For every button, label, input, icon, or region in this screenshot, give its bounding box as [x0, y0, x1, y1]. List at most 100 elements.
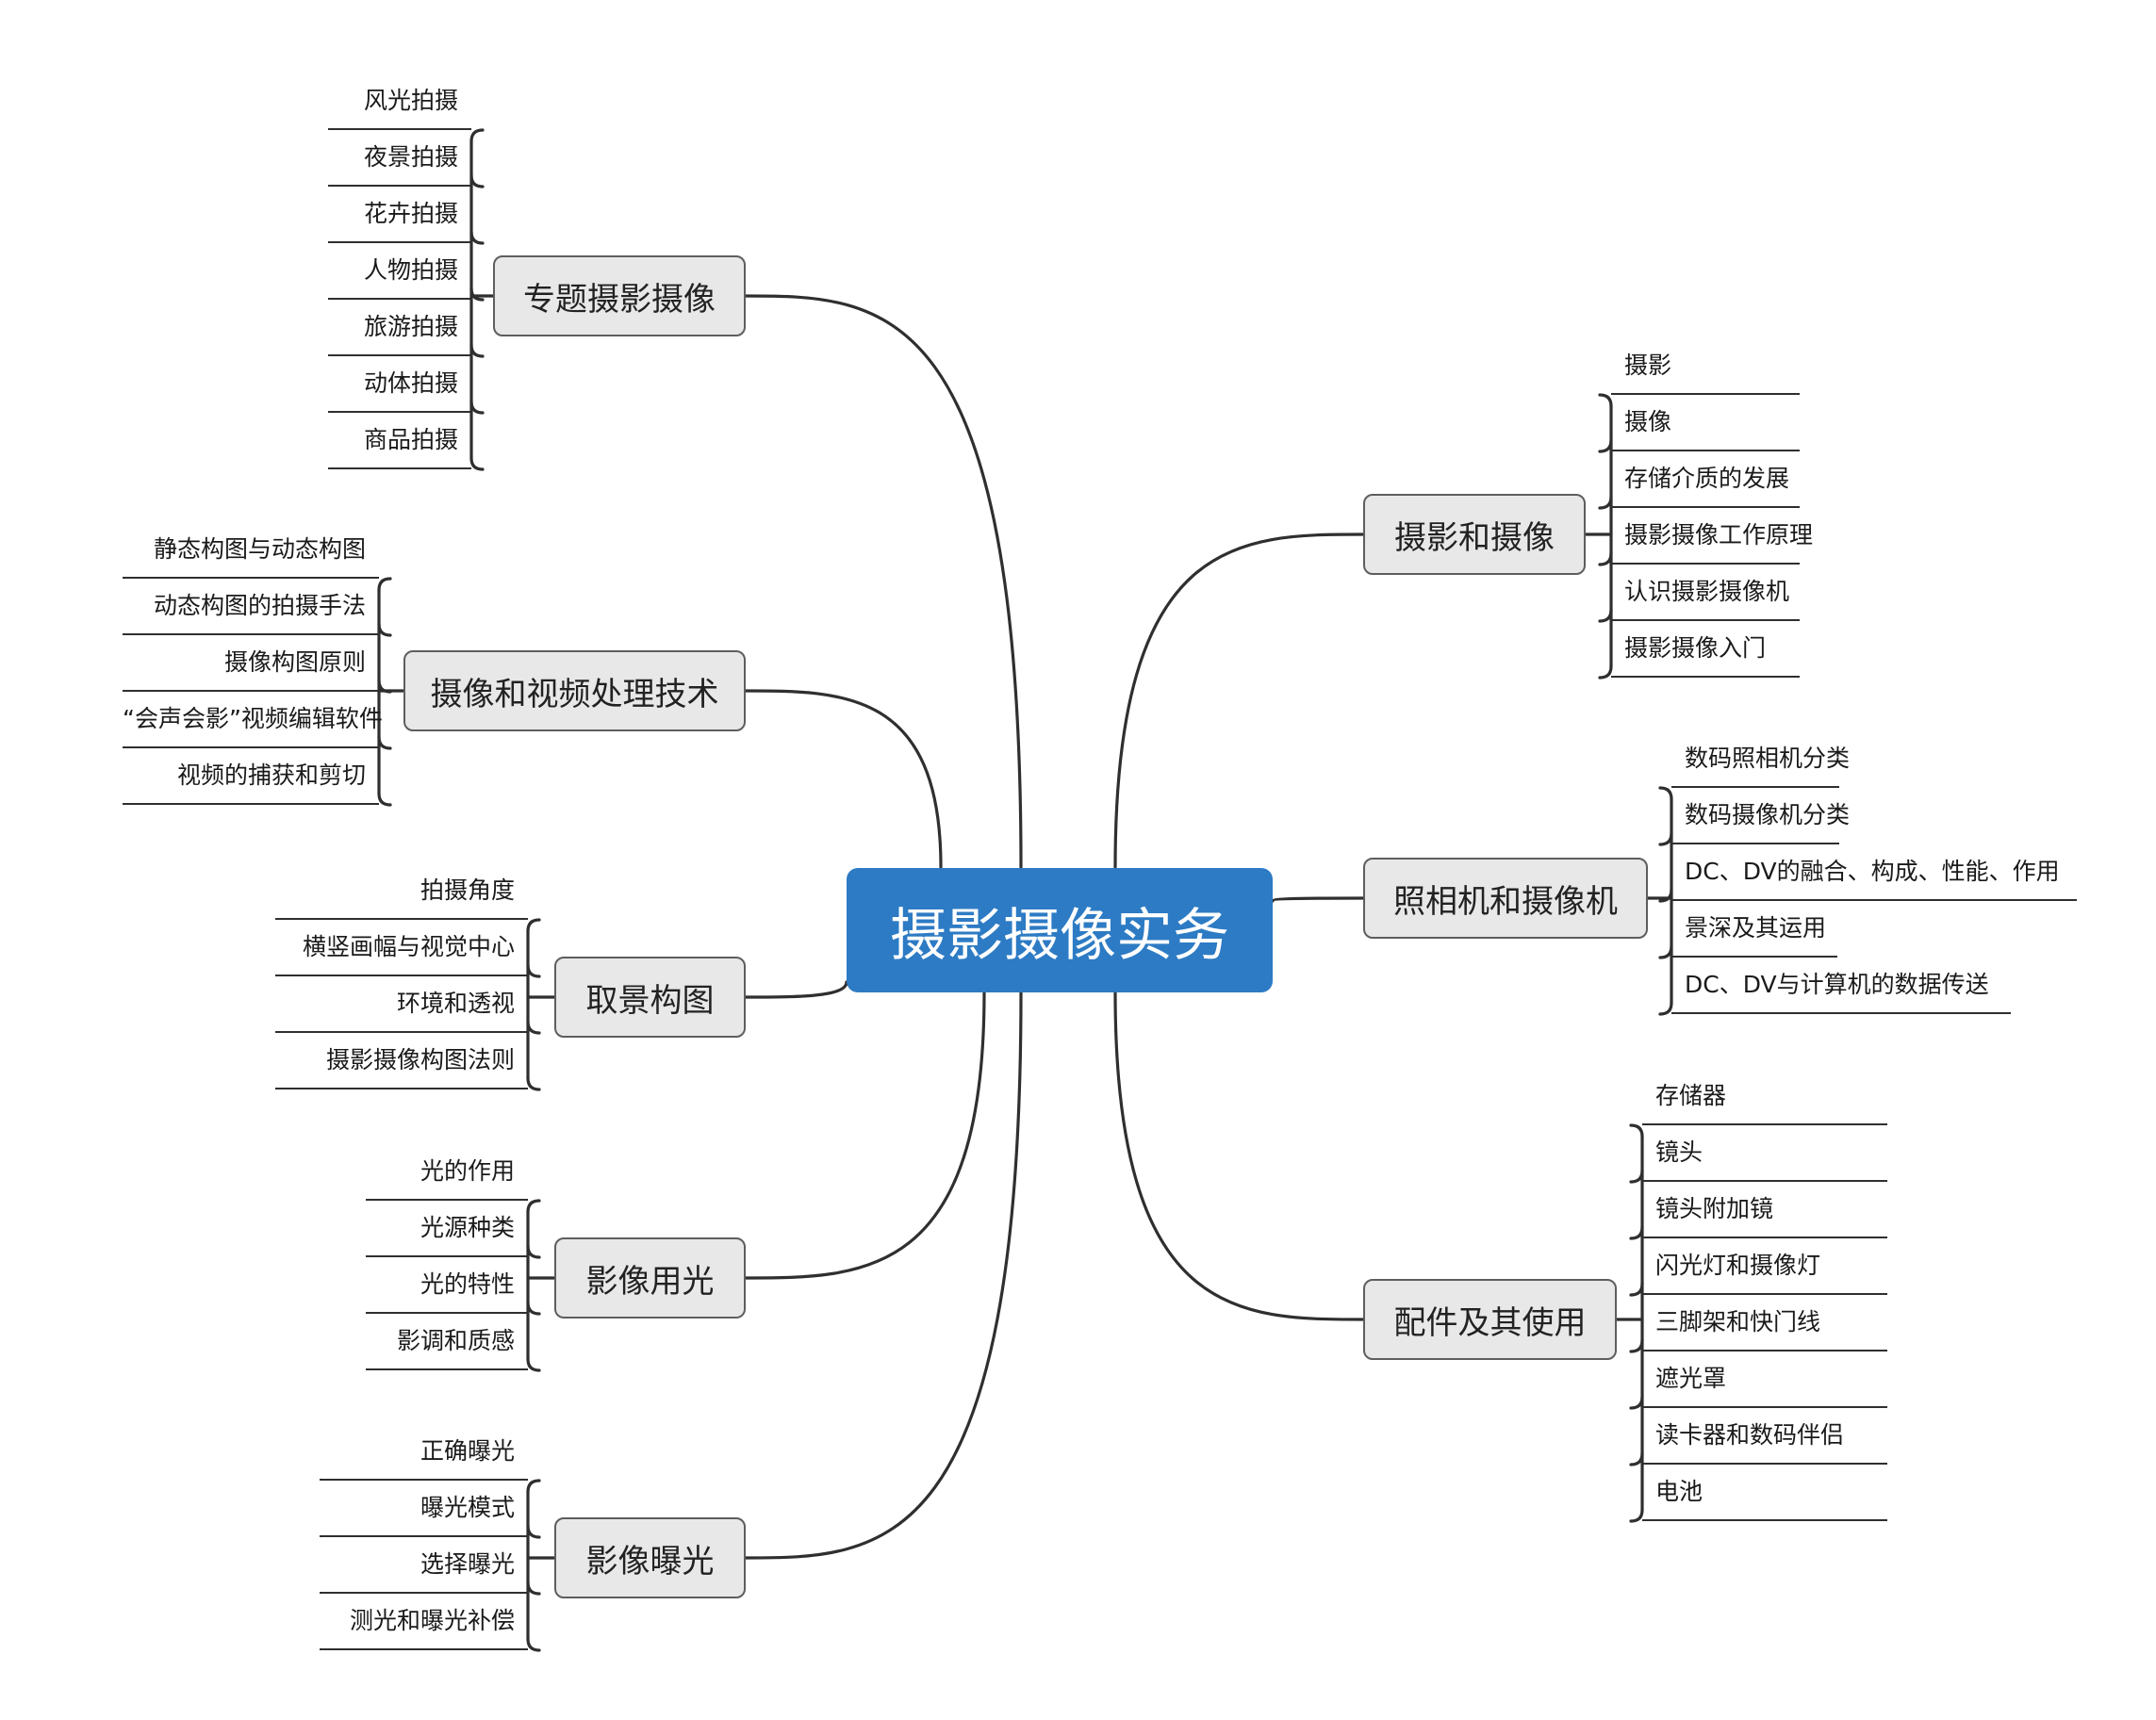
root-topic[interactable]: 摄影摄像实务	[847, 868, 1273, 992]
leaf-bracket-corner	[469, 400, 485, 415]
leaf-bracket-corner	[526, 1020, 541, 1035]
leaf-topic[interactable]: 影调和质感	[366, 1316, 528, 1370]
leaf-bracket-corner	[1629, 1395, 1644, 1410]
leaf-topic[interactable]: 选择曝光	[320, 1539, 528, 1594]
leaf-bracket-corner	[526, 1479, 541, 1494]
leaf-topic[interactable]: 旅游拍摄	[328, 302, 471, 356]
leaf-bracket-corner	[1629, 1338, 1644, 1353]
branch-connector	[1113, 532, 1365, 869]
leaf-topic[interactable]: DC、DV与计算机的数据传送	[1671, 959, 2011, 1014]
leaf-topic[interactable]: 闪光灯和摄像灯	[1642, 1240, 1887, 1295]
leaf-topic[interactable]: 静态构图与动态构图	[123, 524, 379, 579]
branch-topic[interactable]: 配件及其使用	[1363, 1279, 1617, 1360]
leaf-topic[interactable]: 正确曝光	[320, 1426, 528, 1481]
leaf-bracket-corner	[526, 1199, 541, 1214]
leaf-topic[interactable]: 读卡器和数码伴侣	[1642, 1410, 1887, 1465]
leaf-bracket-corner	[1629, 1451, 1644, 1466]
leaf-bracket-corner	[1658, 786, 1673, 801]
branch-connector	[744, 689, 943, 869]
leaf-topic[interactable]: 三脚架和快门线	[1642, 1297, 1887, 1351]
leaf-bracket-corner	[1598, 495, 1613, 510]
leaf-bracket-corner	[526, 1301, 541, 1316]
leaf-bracket-corner	[1629, 1169, 1644, 1184]
leaf-topic[interactable]: 测光和曝光补偿	[320, 1596, 528, 1650]
leaf-topic[interactable]: 数码摄像机分类	[1671, 790, 1850, 844]
branch-connector	[1271, 896, 1365, 903]
leaf-topic[interactable]: 摄影摄像工作原理	[1611, 510, 1813, 565]
branch-connector	[744, 991, 1023, 1560]
branch-topic[interactable]: 取景构图	[554, 957, 746, 1038]
leaf-bracket-corner	[469, 230, 485, 245]
branch-topic[interactable]: 专题摄影摄像	[493, 255, 746, 336]
leaf-topic[interactable]: 数码照相机分类	[1671, 733, 1850, 788]
leaf-bracket-corner	[526, 1357, 541, 1372]
leaf-bracket-corner	[1658, 831, 1673, 846]
leaf-topic[interactable]: 光的作用	[366, 1146, 528, 1201]
leaf-topic[interactable]: 遮光罩	[1642, 1353, 1887, 1408]
branch-topic[interactable]: 影像用光	[554, 1237, 746, 1319]
leaf-bracket-corner	[1629, 1282, 1644, 1297]
leaf-topic[interactable]: 曝光模式	[320, 1482, 528, 1537]
leaf-topic[interactable]: DC、DV的融合、构成、性能、作用	[1671, 846, 2077, 901]
leaf-bracket-corner	[1598, 393, 1613, 408]
leaf-topic[interactable]: 认识摄影摄像机	[1611, 566, 1800, 621]
leaf-bracket-corner	[377, 577, 392, 592]
leaf-topic[interactable]: 动体拍摄	[328, 358, 471, 413]
leaf-topic[interactable]: 存储介质的发展	[1611, 453, 1800, 508]
leaf-bracket-corner	[377, 792, 392, 807]
leaf-bracket-corner	[526, 1076, 541, 1091]
leaf-topic[interactable]: 夜景拍摄	[328, 132, 471, 187]
leaf-topic[interactable]: 景深及其运用	[1671, 903, 1837, 958]
leaf-topic[interactable]: 商品拍摄	[328, 415, 471, 469]
leaf-bracket-corner	[1629, 1225, 1644, 1240]
leaf-topic[interactable]: 摄像	[1611, 397, 1800, 451]
leaf-bracket-corner	[1598, 551, 1613, 566]
leaf-topic[interactable]: 动态构图的拍摄手法	[123, 581, 379, 635]
leaf-topic[interactable]: 光源种类	[366, 1203, 528, 1257]
leaf-bracket-corner	[1658, 1001, 1673, 1016]
leaf-bracket-corner	[526, 1244, 541, 1259]
branch-topic[interactable]: 影像曝光	[554, 1517, 746, 1598]
leaf-topic[interactable]: 拍摄角度	[275, 865, 528, 920]
leaf-topic[interactable]: 镜头	[1642, 1127, 1887, 1182]
leaf-topic[interactable]: 摄像构图原则	[123, 637, 379, 692]
leaf-bracket-corner	[1629, 1123, 1644, 1138]
leaf-bracket-corner	[1598, 438, 1613, 453]
leaf-bracket-corner	[377, 622, 392, 637]
leaf-bracket-corner	[526, 1637, 541, 1652]
leaf-bracket-corner	[526, 918, 541, 933]
leaf-bracket-corner	[1629, 1508, 1644, 1523]
leaf-bracket-corner	[1658, 944, 1673, 959]
leaf-topic[interactable]: 光的特性	[366, 1259, 528, 1314]
branch-topic[interactable]: 照相机和摄像机	[1363, 858, 1648, 939]
leaf-topic[interactable]: 镜头附加镜	[1642, 1184, 1887, 1238]
leaf-topic[interactable]: “会声会影”视频编辑软件	[123, 694, 383, 748]
leaf-bracket-corner	[526, 963, 541, 978]
branch-topic[interactable]: 摄影和摄像	[1363, 494, 1586, 575]
branch-connector	[744, 991, 986, 1280]
leaf-topic[interactable]: 摄影摄像构图法则	[275, 1035, 528, 1089]
leaf-topic[interactable]: 摄影摄像入门	[1611, 623, 1800, 678]
leaf-topic[interactable]: 存储器	[1642, 1071, 1887, 1125]
leaf-bracket-corner	[469, 343, 485, 358]
branch-topic[interactable]: 摄像和视频处理技术	[403, 650, 746, 731]
leaf-topic[interactable]: 人物拍摄	[328, 245, 471, 300]
leaf-topic[interactable]: 摄影	[1611, 340, 1800, 395]
leaf-bracket-corner	[526, 1524, 541, 1539]
branch-connector	[744, 980, 848, 999]
leaf-topic[interactable]: 电池	[1642, 1466, 1887, 1521]
leaf-topic[interactable]: 视频的捕获和剪切	[123, 750, 379, 805]
branch-connector	[1113, 991, 1365, 1321]
leaf-topic[interactable]: 风光拍摄	[328, 75, 471, 130]
leaf-topic[interactable]: 环境和透视	[275, 978, 528, 1033]
leaf-bracket-corner	[469, 173, 485, 188]
leaf-topic[interactable]: 花卉拍摄	[328, 188, 471, 243]
leaf-bracket-corner	[1598, 608, 1613, 623]
branch-connector	[744, 294, 1023, 869]
leaf-topic[interactable]: 横竖画幅与视觉中心	[275, 922, 528, 976]
leaf-bracket-corner	[377, 735, 392, 750]
leaf-bracket-corner	[469, 128, 485, 143]
leaf-bracket-corner	[1598, 664, 1613, 680]
